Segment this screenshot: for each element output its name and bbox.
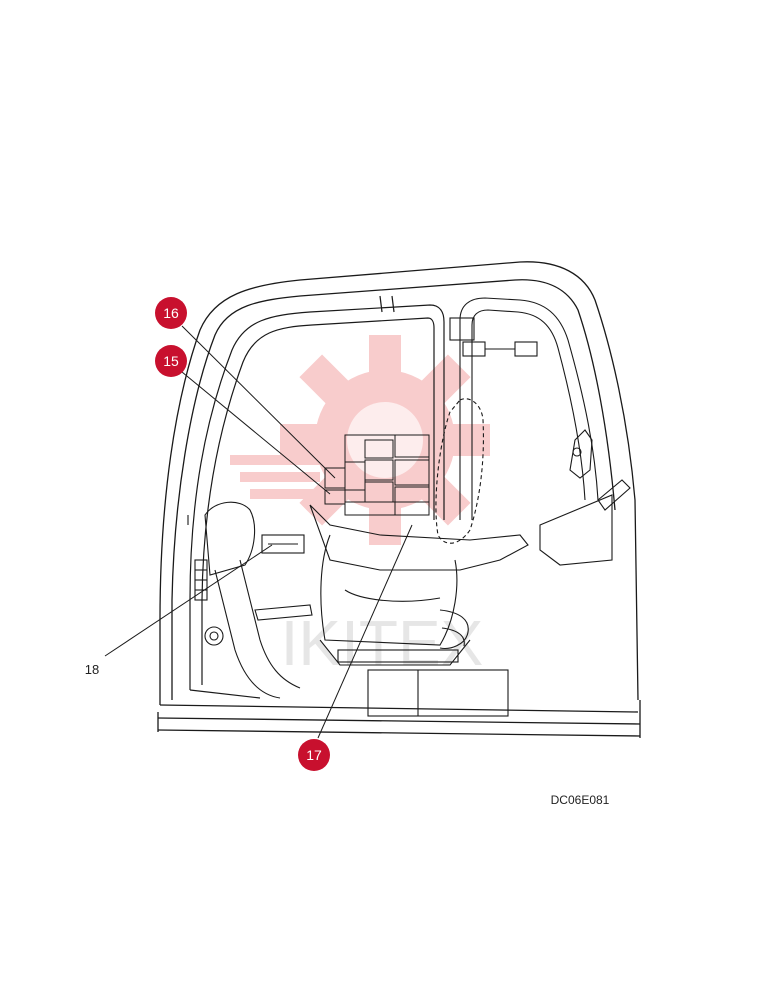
callout-17: 17 — [298, 739, 330, 771]
operator-seat — [309, 398, 529, 666]
cab-outline — [157, 261, 641, 738]
leader-line-15 — [181, 371, 331, 495]
leader-line-16 — [181, 325, 336, 479]
drawing-reference-code: DC06E081 — [551, 793, 610, 807]
leader-line-17 — [317, 524, 413, 739]
callout-16-label: 16 — [163, 305, 179, 321]
callout-17-label: 17 — [306, 747, 322, 763]
callout-15: 15 — [155, 345, 187, 377]
rear-pillar — [449, 297, 631, 566]
seat-base — [367, 669, 509, 717]
leader-line-18 — [104, 544, 273, 657]
callout-15-label: 15 — [163, 353, 179, 369]
left-console — [187, 501, 313, 699]
switch-panel — [324, 434, 430, 516]
watermark-gear-logo — [230, 335, 490, 545]
label-18: 18 — [85, 662, 99, 677]
leader-lines — [104, 325, 413, 739]
callout-16: 16 — [155, 297, 187, 329]
front-window-frame — [189, 295, 445, 699]
